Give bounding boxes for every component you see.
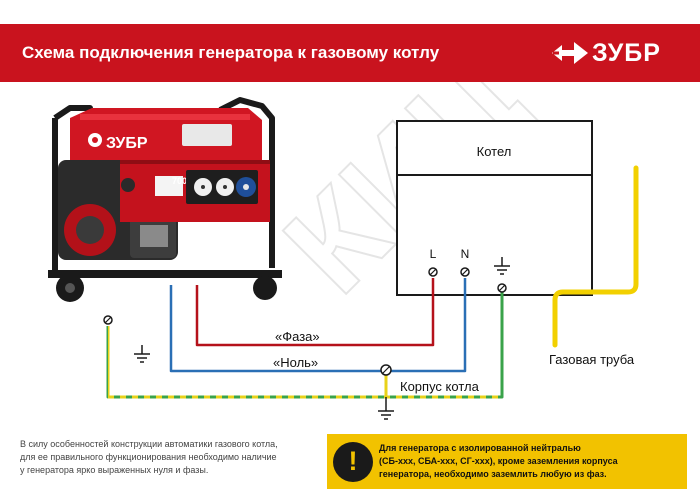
neutral-wire xyxy=(169,278,467,373)
connection-diagram: КИЦ ЗУБР 7000 xyxy=(48,82,639,420)
header-bar: Схема подключения генератора к газовому … xyxy=(0,24,700,82)
housing-junction-icon xyxy=(380,364,392,376)
ground-symbol-icon xyxy=(134,345,150,363)
neutral-label: «Ноль» xyxy=(273,355,319,370)
brand-logo: ЗУБР xyxy=(548,36,688,70)
footer-note: В силу особенностей конструкции автомати… xyxy=(20,438,320,477)
boiler-label: Котел xyxy=(477,144,512,159)
phase-wire xyxy=(195,278,435,347)
logo-text: ЗУБР xyxy=(592,39,661,67)
phase-label: «Фаза» xyxy=(275,329,320,344)
warning-text: Для генератора с изолированной нейтралью… xyxy=(379,442,683,481)
terminal-ground-icon xyxy=(497,283,507,293)
gas-pipe-line xyxy=(552,165,639,348)
terminal-n-label: N xyxy=(461,247,470,261)
generator-brand-text: ЗУБР xyxy=(106,135,148,152)
warning-box: ! Для генератора с изолированной нейтрал… xyxy=(327,434,687,489)
generator-power-text: 7000 xyxy=(172,176,192,186)
footer-note-line: В силу особенностей конструкции автомати… xyxy=(20,439,278,449)
terminal-l-icon xyxy=(428,267,438,277)
boiler-box: Котел xyxy=(396,120,593,296)
housing-label: Корпус котла xyxy=(400,379,479,394)
generator-image: ЗУБР 7000 xyxy=(48,97,282,302)
gas-pipe-label: Газовая труба xyxy=(549,352,635,367)
footer-note-line: у генератора ярко выраженных нуля и фазы… xyxy=(20,465,209,475)
warning-line: генератора, необходимо заземлить любую и… xyxy=(379,469,607,479)
ground-wire xyxy=(106,290,504,399)
generator-ground-terminal-icon xyxy=(103,315,113,325)
logo-emblem-icon xyxy=(552,42,588,64)
ground-symbol-icon xyxy=(494,257,510,275)
warning-line: (СБ-ххх, СБА-ххх, СГ-ххх), кроме заземле… xyxy=(379,456,618,466)
warning-icon: ! xyxy=(333,442,373,482)
terminal-l-label: L xyxy=(430,247,437,261)
ground-symbol-icon xyxy=(378,410,394,420)
warning-line: Для генератора с изолированной нейтралью xyxy=(379,443,581,453)
page-title: Схема подключения генератора к газовому … xyxy=(22,43,440,62)
terminal-n-icon xyxy=(460,267,470,277)
footer-note-line: для ее правильного функционирования необ… xyxy=(20,452,277,462)
